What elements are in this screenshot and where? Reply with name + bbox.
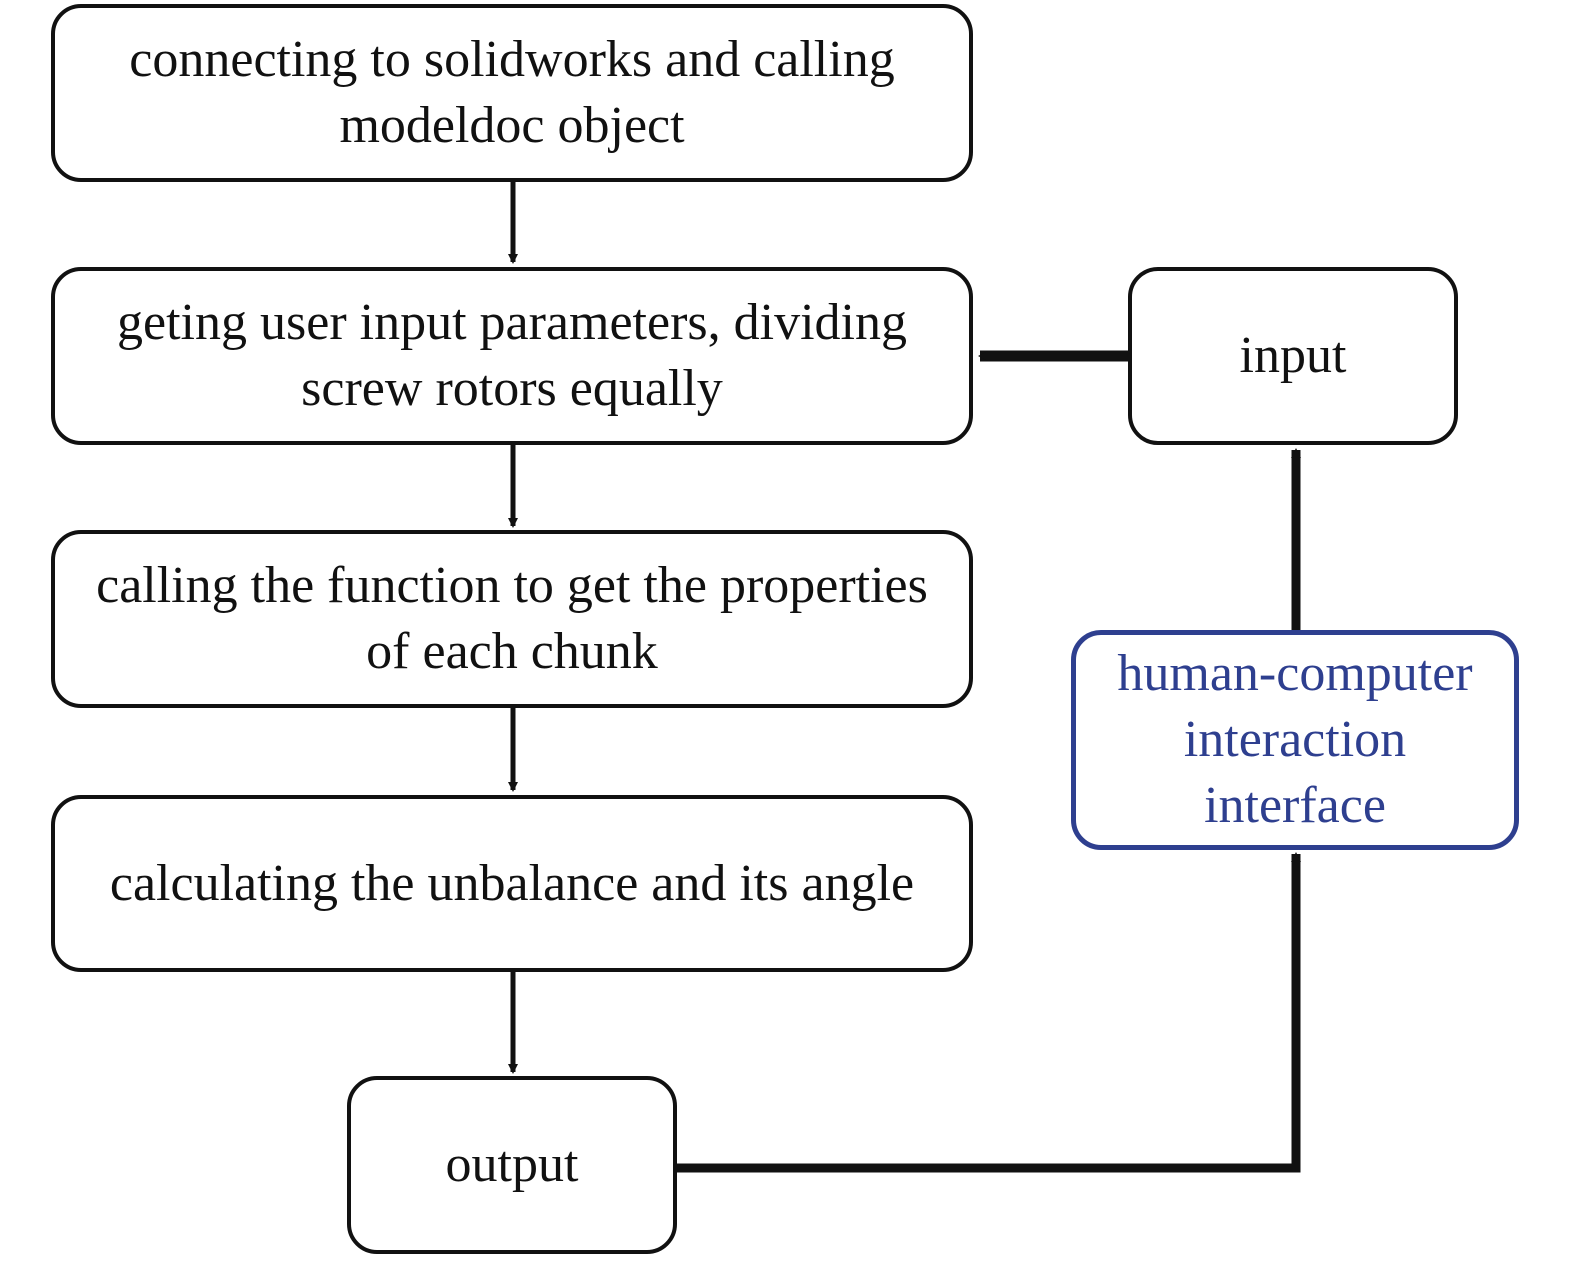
node-props-label: calling the function to get the properti… <box>96 557 928 680</box>
node-get-input-parameters: geting user input parameters, dividing s… <box>51 267 973 445</box>
node-output-label: output <box>445 1136 579 1193</box>
node-calculate-unbalance: calculating the unbalance and its angle <box>51 795 973 972</box>
node-hci-label: human-computer interaction interface <box>1117 645 1473 834</box>
node-connect-label: connecting to solidworks and calling mod… <box>129 31 895 154</box>
node-calc-label: calculating the unbalance and its angle <box>109 854 915 912</box>
node-output: output <box>347 1076 677 1254</box>
node-input-label: input <box>1239 327 1347 384</box>
node-human-computer-interface: human-computer interaction interface <box>1071 630 1519 850</box>
node-connect-solidworks: connecting to solidworks and calling mod… <box>51 4 973 182</box>
node-chunk-properties: calling the function to get the properti… <box>51 530 973 708</box>
node-params-label: geting user input parameters, dividing s… <box>117 294 907 417</box>
arrow-output-to-hci <box>677 852 1301 1173</box>
node-input: input <box>1128 267 1458 445</box>
